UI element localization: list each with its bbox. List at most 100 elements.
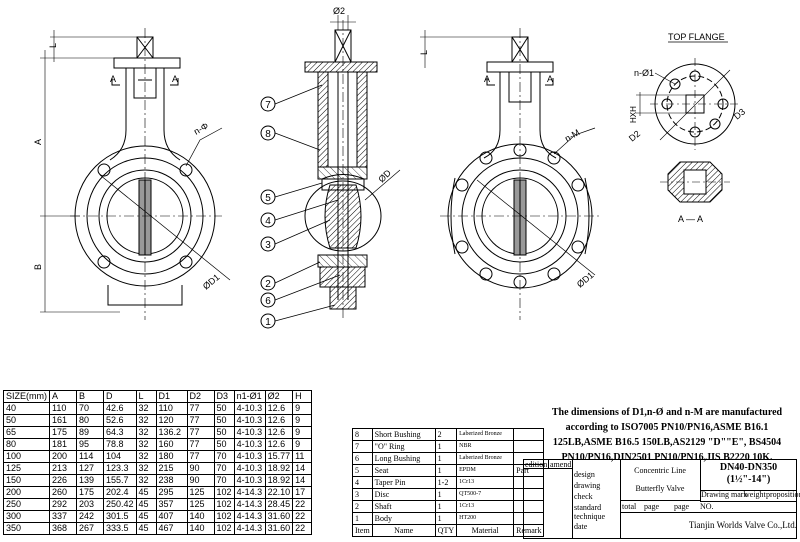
table-cell: 140	[186, 510, 215, 523]
table-cell: 89	[76, 426, 104, 439]
table-cell: 14	[292, 474, 313, 487]
table-cell: 11	[292, 450, 313, 463]
table-cell: 77	[186, 438, 215, 451]
parts-cell: 3	[352, 488, 373, 501]
table-cell: 213	[49, 462, 77, 475]
table-cell: 9	[292, 426, 313, 439]
table-cell: 102	[213, 498, 235, 511]
col-D: D	[103, 390, 137, 403]
parts-cell: "O" Ring	[371, 440, 436, 453]
dim-phi-D1-label: ØD1	[201, 272, 222, 292]
table-cell: 139	[76, 474, 104, 487]
tb-product-line2: Butterfly Valve	[635, 484, 685, 493]
col-H: H	[292, 390, 313, 403]
table-cell: 32	[135, 462, 157, 475]
table-cell: 12.6	[264, 402, 294, 415]
table-cell: 12.6	[264, 438, 294, 451]
dim-n-phi-label: n-Φ	[192, 120, 210, 136]
table-cell: 31.60	[264, 522, 294, 535]
table-cell: 260	[49, 486, 77, 499]
parts-cell: Shaft	[371, 500, 436, 513]
parts-cell: 7	[352, 440, 373, 453]
tb-check: check	[574, 492, 593, 501]
col-phi2: Ø2	[264, 390, 294, 403]
table-cell: 64.3	[103, 426, 137, 439]
table-cell: 40	[3, 402, 50, 415]
table-cell: 95	[76, 438, 104, 451]
table-cell: 50	[213, 402, 235, 415]
table-cell: 203	[76, 498, 104, 511]
tb-total: total	[622, 502, 637, 511]
parts-cell: NBR	[456, 440, 515, 453]
tb-product-line1: Concentric Line	[634, 466, 686, 475]
section-A-left-mark: A	[110, 74, 116, 84]
parts-cell: HT200	[456, 512, 515, 525]
table-cell: 50	[213, 414, 235, 427]
table-cell: 70	[213, 474, 235, 487]
table-cell: 160	[155, 438, 188, 451]
balloon-7: 7	[265, 100, 271, 111]
table-cell: 150	[3, 474, 50, 487]
table-cell: 114	[76, 450, 104, 463]
table-cell: 4-14.3	[233, 510, 266, 523]
tb-weight: weight	[744, 490, 766, 499]
dim-n-phi1-label: n-Ø1	[634, 68, 654, 78]
table-cell: 161	[49, 414, 77, 427]
parts-cell: Laberized Bronze	[456, 428, 515, 441]
table-cell: 77	[186, 426, 215, 439]
parts-cell: 1	[434, 512, 458, 525]
table-cell: 80	[76, 414, 104, 427]
table-cell: 300	[3, 510, 50, 523]
dim-A-label: A	[33, 139, 43, 145]
parts-cell: Short Bushing	[371, 428, 436, 441]
table-cell: 4-14.3	[233, 498, 266, 511]
table-cell: 77	[186, 414, 215, 427]
balloon-2: 2	[265, 279, 271, 290]
table-cell: 32	[135, 402, 157, 415]
table-cell: 125	[186, 486, 215, 499]
table-cell: 267	[76, 522, 104, 535]
col-D2: D2	[186, 390, 215, 403]
parts-cell: 1	[352, 512, 373, 525]
table-cell: 70	[213, 450, 235, 463]
table-cell: 337	[49, 510, 77, 523]
dim-D3-label: D3	[732, 106, 747, 121]
dim-phi-D-label: ØD	[376, 167, 393, 184]
table-cell: 9	[292, 438, 313, 451]
parts-cell: 1Cr13	[456, 476, 515, 489]
front-view-lug	[420, 28, 600, 320]
parts-cell: Seat	[371, 464, 436, 477]
parts-col-qty: QTY	[434, 524, 458, 537]
table-cell: 292	[49, 498, 77, 511]
tb-range: DN40-DN350	[719, 462, 778, 473]
tb-drawing-mark: Drawing mark	[701, 490, 748, 499]
col-D3: D3	[213, 390, 235, 403]
table-cell: 28.45	[264, 498, 294, 511]
section-A-right-mark: A	[172, 74, 178, 84]
parts-cell: 1-2	[434, 476, 458, 489]
col-D1: D1	[155, 390, 188, 403]
parts-cell: Laberized Bronze	[456, 452, 515, 465]
table-cell: 50	[213, 426, 235, 439]
table-cell: 22	[292, 510, 313, 523]
tb-no: NO.	[700, 502, 714, 511]
table-cell: 45	[135, 522, 157, 535]
table-cell: 14	[292, 462, 313, 475]
parts-cell: Taper Pin	[371, 476, 436, 489]
title-block: edition amend design drawing check stand…	[523, 459, 800, 539]
parts-cell: 2	[434, 428, 458, 441]
table-cell: 90	[186, 462, 215, 475]
table-cell: 12.6	[264, 414, 294, 427]
